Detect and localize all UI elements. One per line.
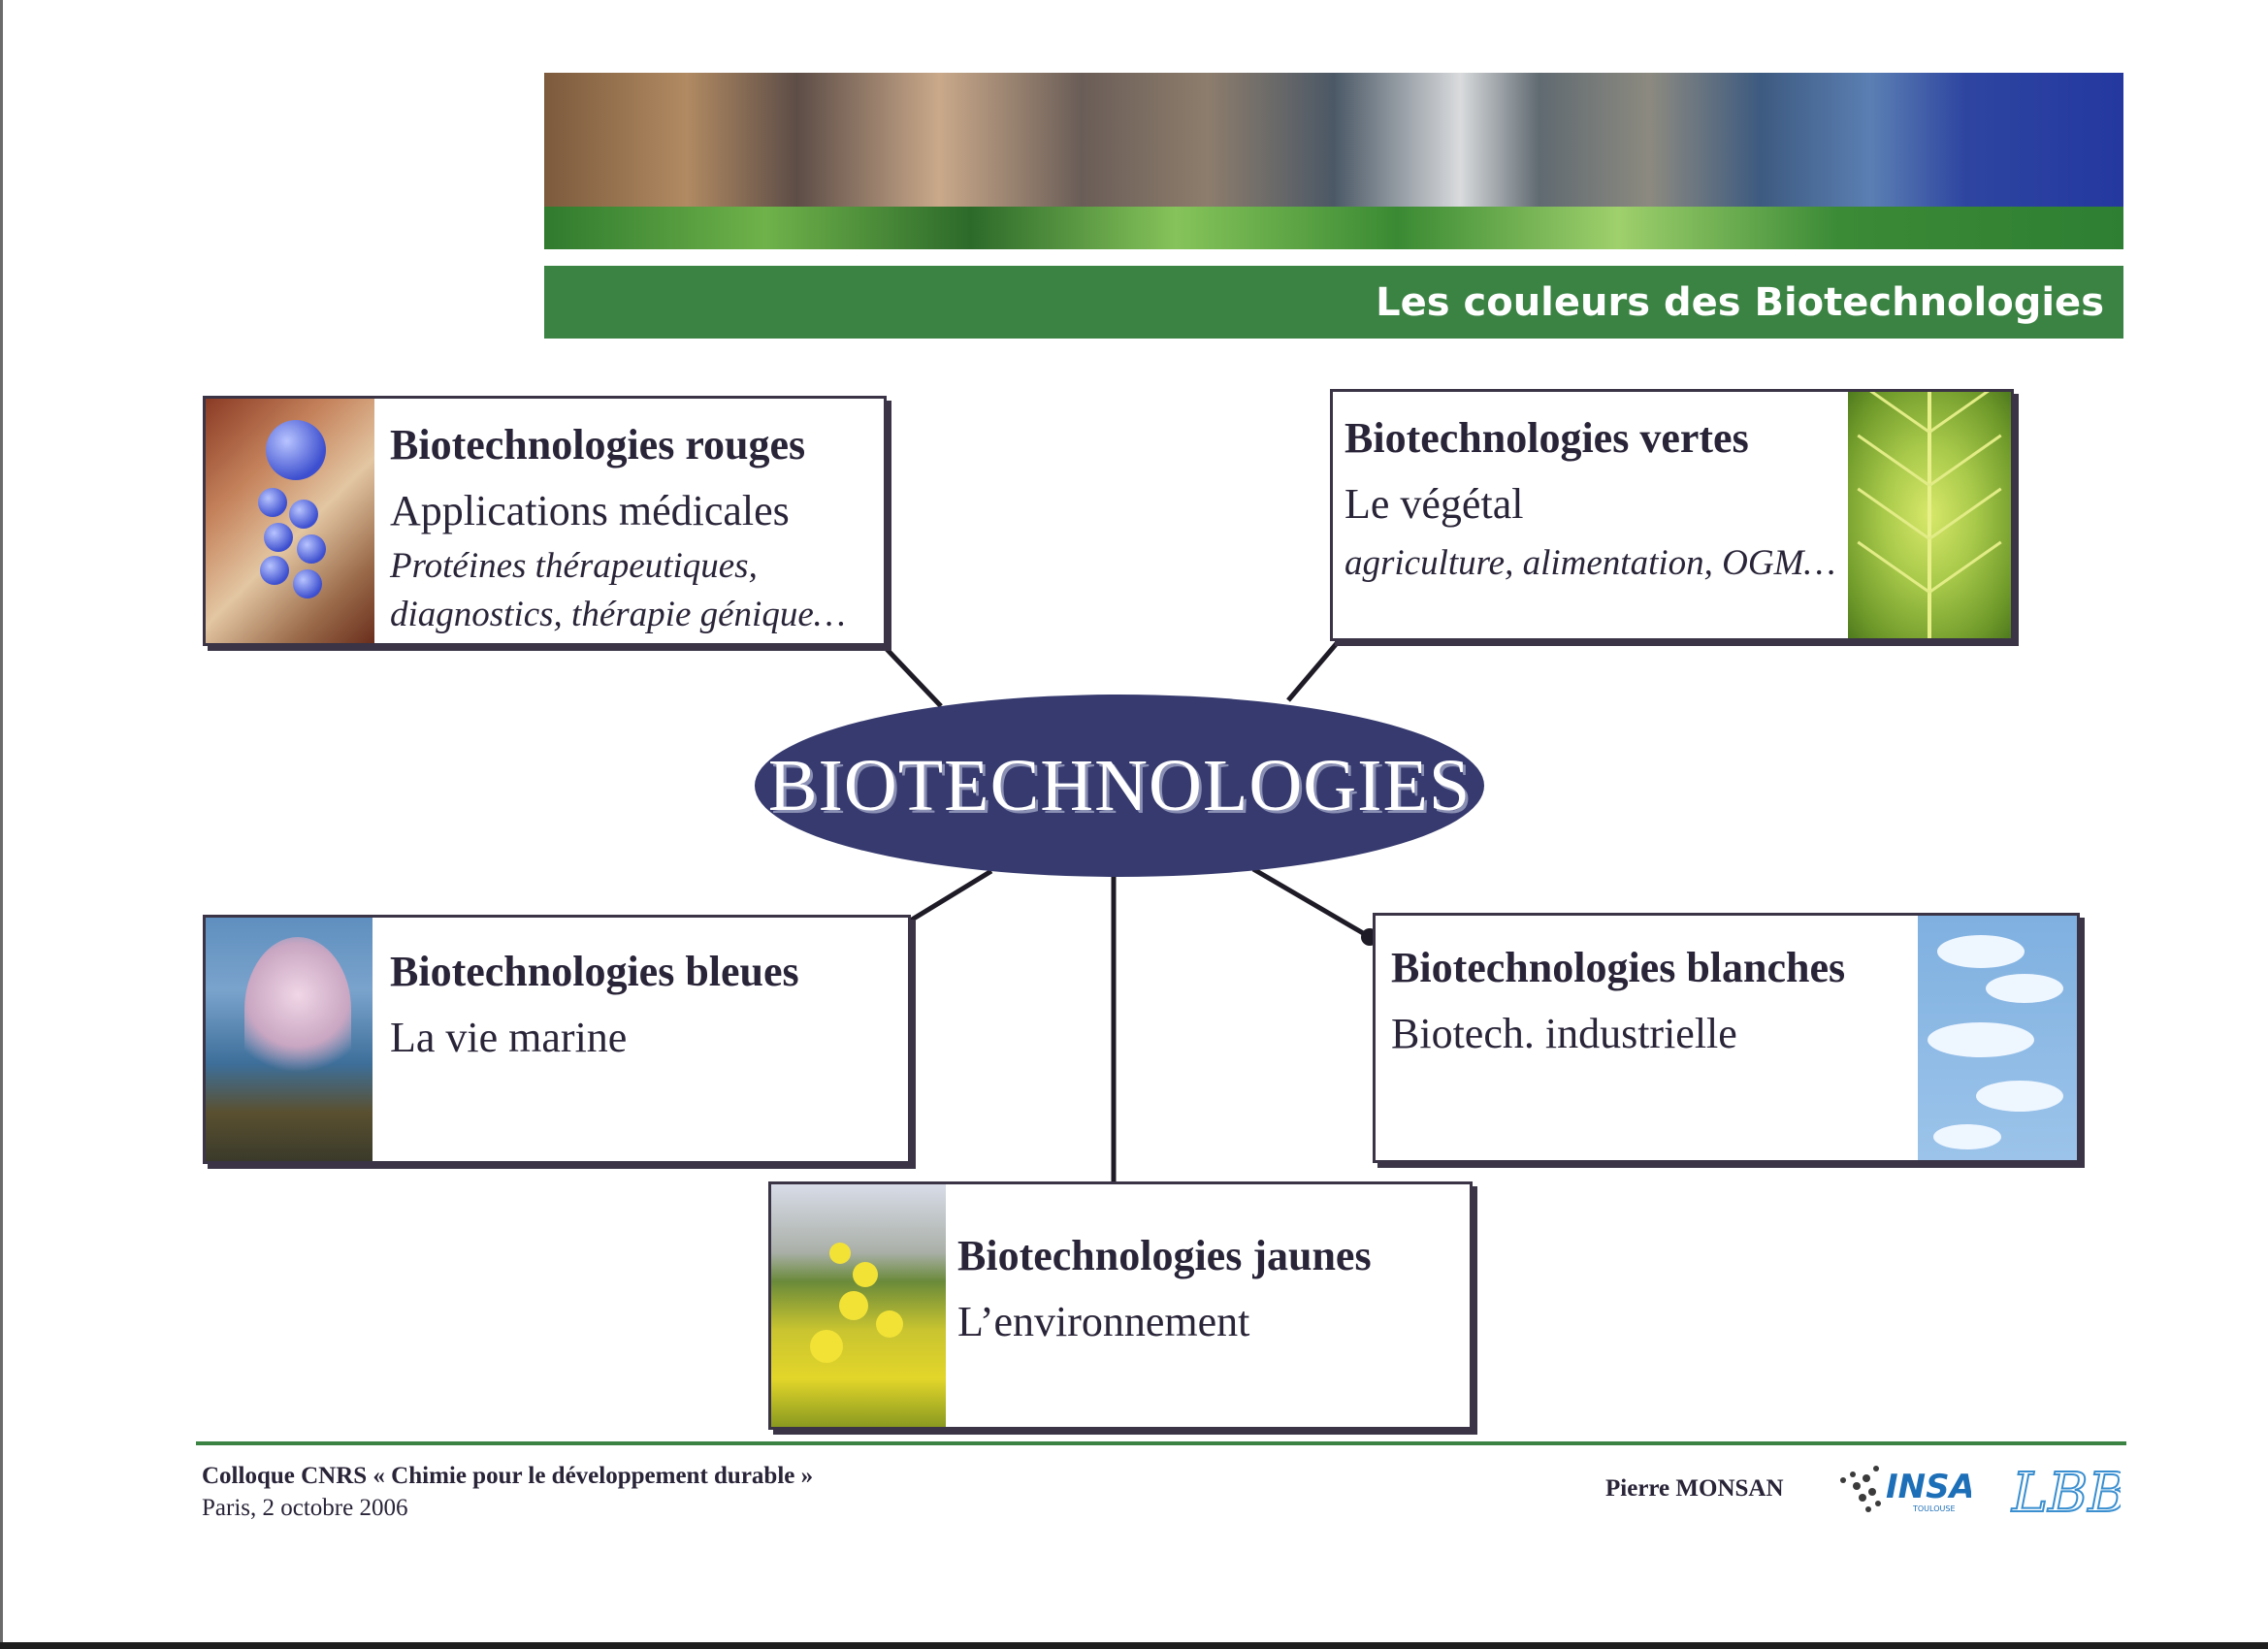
card-white-biotech: Biotechnologies blanches Biotech. indust… [1373, 913, 2080, 1163]
footer-event-title: Colloque CNRS « Chimie pour le développe… [202, 1463, 814, 1489]
card-white-title: Biotechnologies blanches [1391, 944, 1846, 991]
card-red-detail-1: Protéines thérapeutiques, [390, 546, 758, 586]
card-yellow-title: Biotechnologies jaunes [957, 1232, 1372, 1279]
page-frame-bottom [0, 1642, 2268, 1649]
card-red-detail-2: diagnostics, thérapie génique… [390, 595, 846, 634]
pill-bottle-icon [266, 420, 326, 480]
page-frame-left [0, 0, 3, 1649]
pills-photo [206, 399, 374, 643]
card-yellow-subtitle: L’environnement [957, 1298, 1250, 1345]
connector-white [1251, 866, 1372, 940]
leaf-photo [1848, 392, 2011, 638]
lbb-logo-text: LBB [2011, 1462, 2121, 1525]
insa-logo: INSA TOULOUSE [1840, 1466, 1971, 1513]
footer-author: Pierre MONSAN [1605, 1475, 1784, 1502]
hub-ellipse: BIOTECHNOLOGIES [755, 695, 1484, 877]
card-green-biotech: Biotechnologies vertes Le végétal agricu… [1330, 389, 2014, 641]
header-title-band: Les couleurs des Biotechnologies [544, 266, 2123, 339]
page-title: Les couleurs des Biotechnologies [1376, 279, 2104, 325]
footer-divider [196, 1441, 2126, 1445]
insa-logo-subtext: TOULOUSE [1912, 1504, 1956, 1513]
card-red-subtitle: Applications médicales [390, 487, 790, 534]
lbb-logo: LBB [2010, 1461, 2121, 1526]
rapeseed-field-photo [771, 1184, 946, 1427]
card-red-title: Biotechnologies rouges [390, 421, 806, 469]
card-blue-subtitle: La vie marine [390, 1014, 628, 1061]
insa-logo-text: INSA [1886, 1468, 1971, 1506]
footer-event-date: Paris, 2 octobre 2006 [202, 1495, 408, 1521]
header-banner-foliage-strip [544, 207, 2123, 249]
card-blue-title: Biotechnologies bleues [390, 948, 799, 995]
coral-photo [206, 918, 373, 1161]
card-yellow-biotech: Biotechnologies jaunes L’environnement [768, 1181, 1473, 1430]
hub-label: BIOTECHNOLOGIES [767, 744, 1472, 826]
header-banner-photo [544, 73, 2123, 249]
card-white-subtitle: Biotech. industrielle [1391, 1010, 1737, 1057]
card-red-biotech: Biotechnologies rouges Applications médi… [203, 396, 887, 646]
sky-clouds-photo [1918, 916, 2077, 1160]
card-green-subtitle: Le végétal [1345, 480, 1524, 528]
card-green-detail: agriculture, alimentation, OGM… [1345, 543, 1836, 583]
card-blue-biotech: Biotechnologies bleues La vie marine [203, 915, 911, 1164]
card-green-title: Biotechnologies vertes [1345, 414, 1749, 462]
